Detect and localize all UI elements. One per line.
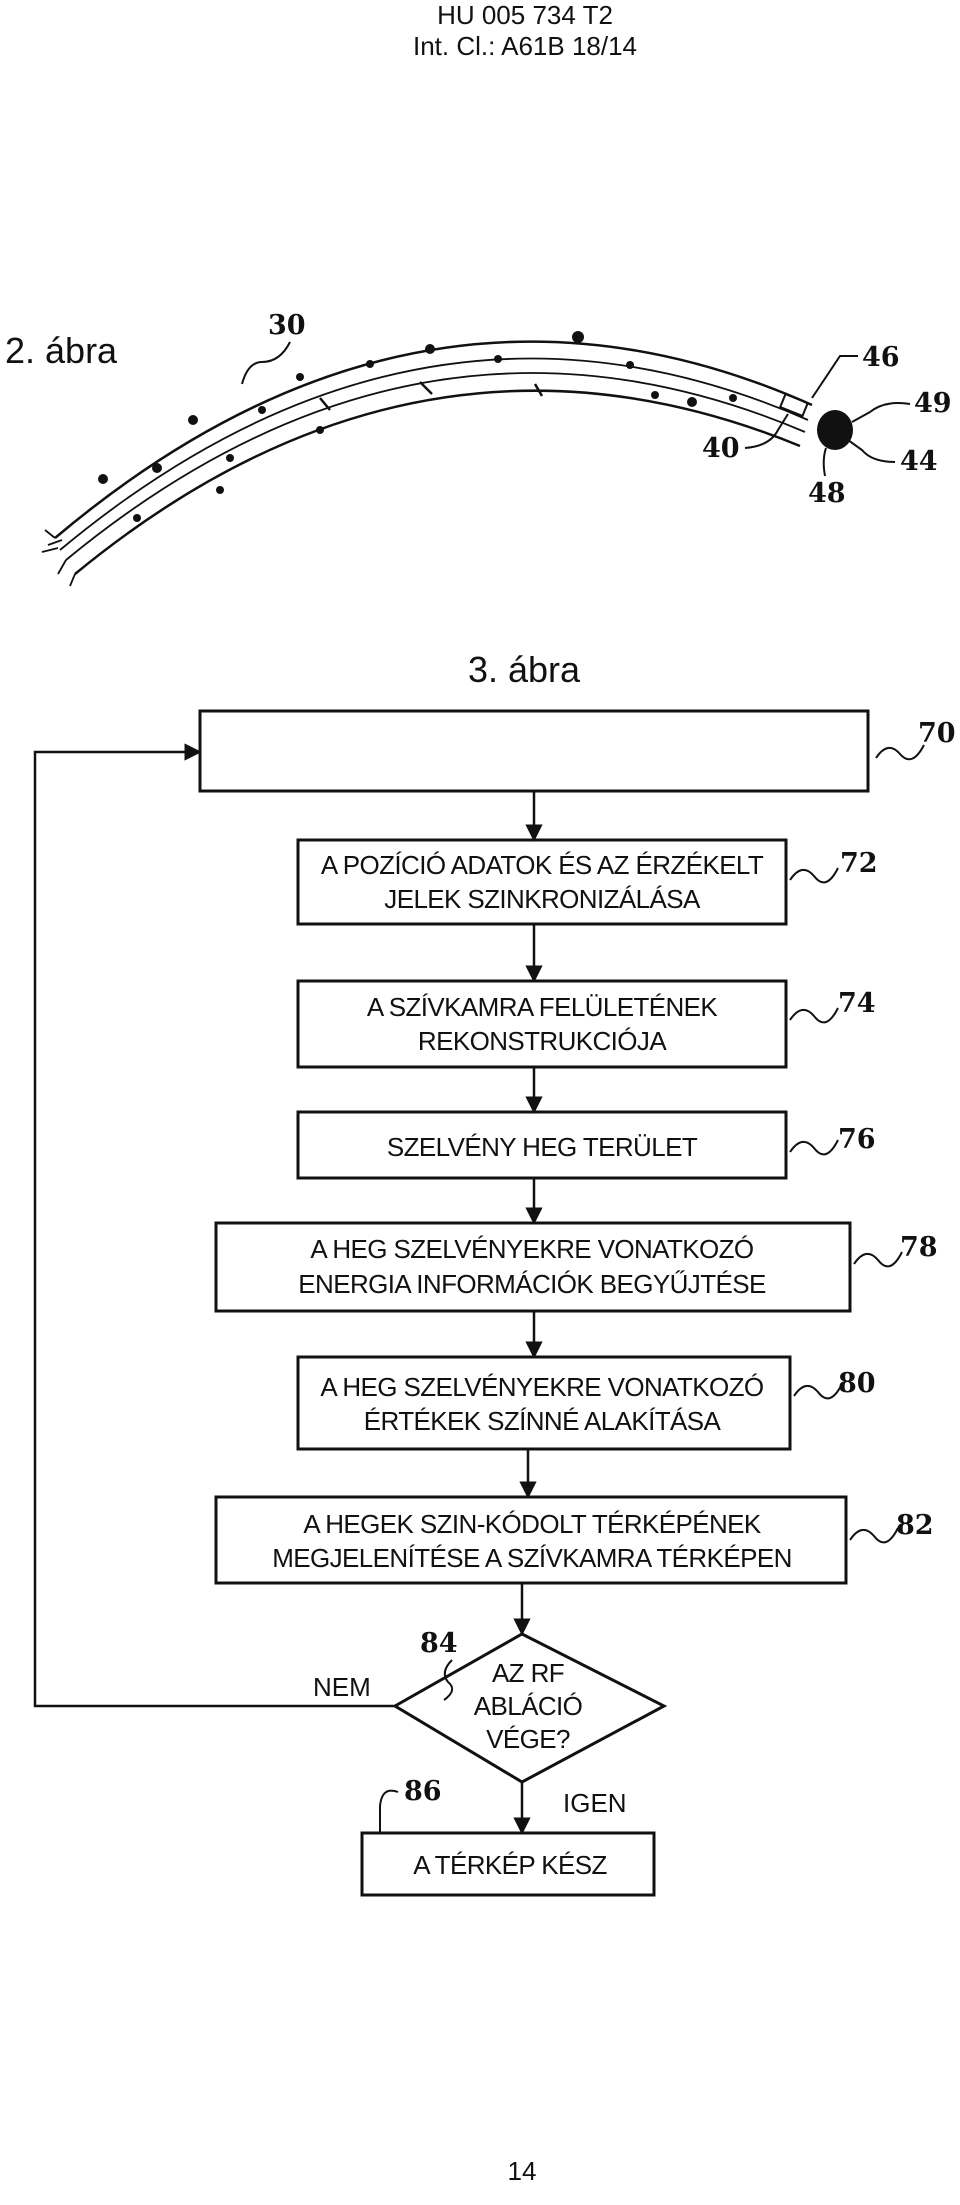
final-step-text: A TÉRKÉP KÉSZ (413, 1850, 607, 1880)
step-74-line-2: REKONSTRUKCIÓJA (418, 1026, 667, 1056)
callout-49: 49 (914, 388, 952, 419)
step-72-box (296, 838, 788, 926)
step-70-ref: 70 (918, 718, 956, 749)
step-82-box (214, 1495, 848, 1585)
step-82-line-1: A HEGEK SZIN-KÓDOLT TÉRKÉPÉNEK (303, 1509, 762, 1539)
final-step-86-box (360, 1831, 656, 1897)
callout-46: 46 (862, 342, 900, 373)
surface-dots (98, 331, 737, 522)
step-80-line-1: A HEG SZELVÉNYEKRE VONATKOZÓ (320, 1372, 763, 1402)
step-74-line-1: A SZÍVKAMRA FELÜLETÉNEK (367, 992, 719, 1022)
step-80-ref: 80 (838, 1368, 876, 1399)
callout-48: 48 (808, 478, 846, 509)
step-80-line-2: ÉRTÉKEK SZÍNNÉ ALAKÍTÁSA (364, 1406, 722, 1436)
callout-44: 44 (900, 446, 938, 477)
callout-30: 30 (268, 310, 306, 341)
step-78-line-1: A HEG SZELVÉNYEKRE VONATKOZÓ (310, 1234, 753, 1264)
figure-2-title: 2. ábra (5, 330, 118, 371)
final-step-86-ref: 86 (404, 1776, 442, 1807)
step-74-box (296, 979, 788, 1069)
yes-label: IGEN (563, 1788, 627, 1818)
step-76-ref: 76 (838, 1124, 876, 1155)
figure-3-title: 3. ábra (468, 649, 581, 690)
figure-2: 2. ábra (5, 310, 952, 587)
no-loop-line (33, 743, 395, 1708)
step-76-box (296, 1110, 788, 1180)
decision-line-3: VÉGE? (486, 1724, 570, 1754)
figure-3: 3. ábra 70 A POZÍCIÓ ADATOK ÉS AZ ÉRZÉKE… (33, 649, 956, 1897)
step-72-line-1: A POZÍCIÓ ADATOK ÉS AZ ÉRZÉKELT (321, 850, 764, 880)
step-76-line-1: SZELVÉNY HEG TERÜLET (387, 1132, 698, 1162)
step-78-ref: 78 (900, 1232, 938, 1263)
tip-electrode (817, 410, 853, 450)
decision-line-1: AZ RF (492, 1658, 564, 1688)
step-82-ref: 82 (896, 1510, 934, 1541)
catheter-drawing (41, 331, 853, 587)
step-82-line-2: MEGJELENÍTÉSE A SZÍVKAMRA TÉRKÉPEN (272, 1543, 792, 1573)
decision-84-ref: 84 (420, 1628, 458, 1659)
step-74-ref: 74 (838, 988, 876, 1019)
patent-number: HU 005 734 T2 (437, 0, 613, 30)
step-78-line-2: ENERGIA INFORMÁCIÓK BEGYŰJTÉSE (298, 1269, 766, 1299)
callout-40: 40 (702, 433, 740, 464)
no-label: NEM (313, 1672, 371, 1702)
step-72-ref: 72 (840, 848, 878, 879)
figure-2-callouts: 30 46 49 40 44 48 (241, 310, 952, 509)
step-70-box (198, 709, 870, 793)
decision-line-2: ABLÁCIÓ (474, 1691, 583, 1721)
step-72-line-2: JELEK SZINKRONIZÁLÁSA (384, 884, 701, 914)
step-80-box (296, 1355, 792, 1451)
sensor-element (778, 392, 810, 418)
patent-classification: Int. Cl.: A61B 18/14 (413, 31, 637, 61)
page-number: 14 (508, 2156, 537, 2186)
